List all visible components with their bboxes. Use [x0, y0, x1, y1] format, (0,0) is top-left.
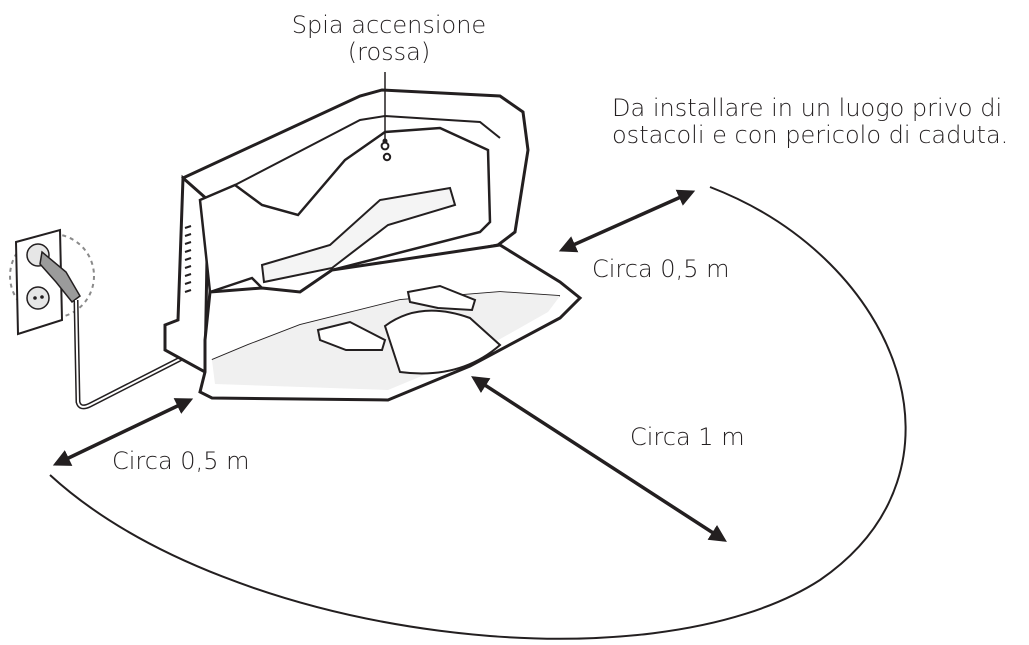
clearance-arc: [49, 186, 907, 640]
install-note-line1: Da installare in un luogo privo di: [612, 94, 1003, 122]
arrow-front: [471, 376, 727, 542]
distance-front-label: Circa 1 m: [630, 423, 745, 451]
arrow-side-right: [558, 189, 696, 253]
power-led-label: Spia accensione (rossa): [270, 12, 508, 66]
install-note: Da installare in un luogo privo di ostac…: [612, 95, 1008, 149]
install-note-line2: ostacoli e con pericolo di caduta.: [612, 120, 1009, 149]
distance-side-right-label: Circa 0,5 m: [592, 255, 730, 283]
charging-station: [163, 72, 583, 402]
arrow-side-left: [52, 398, 194, 466]
power-led-label-line2: (rossa): [347, 37, 431, 66]
distance-side-left-label: Circa 0,5 m: [112, 447, 250, 475]
power-led-label-line1: Spia accensione: [291, 11, 487, 39]
wall-outlet: [9, 228, 95, 336]
